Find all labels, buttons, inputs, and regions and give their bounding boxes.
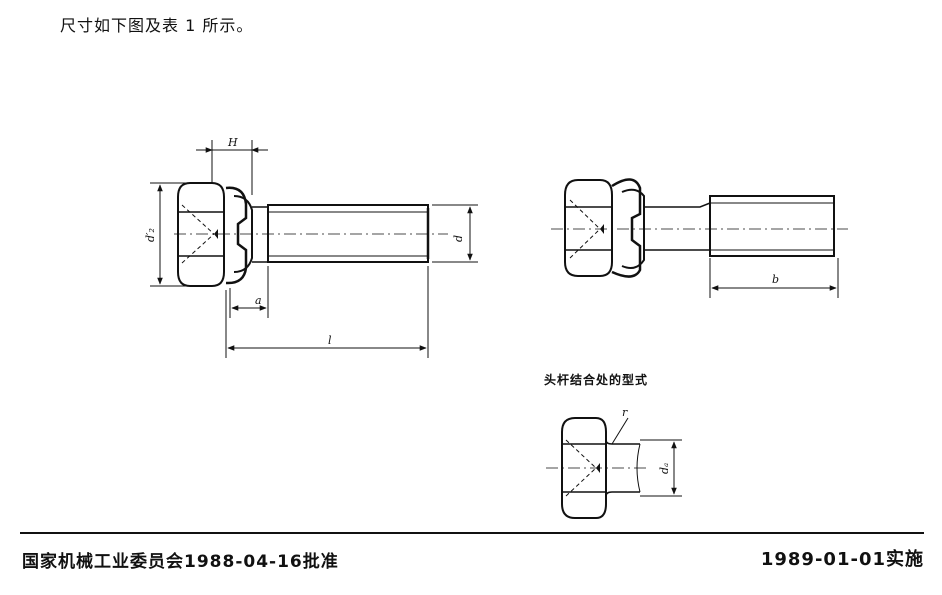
label-l: l <box>328 334 332 347</box>
main-view-screw <box>174 182 448 287</box>
label-a: a <box>255 294 262 307</box>
spring-washer <box>225 186 248 285</box>
approval-text: 国家机械工业委员会1988-04-16批准 <box>22 552 339 572</box>
label-d: d <box>452 235 465 242</box>
label-da: dₐ <box>658 463 671 474</box>
detail-view-head-neck <box>546 417 650 519</box>
hex-head <box>177 182 225 287</box>
detail-view-dimensions <box>611 417 682 497</box>
spring-washer-right <box>611 178 642 278</box>
threaded-shank <box>267 204 429 263</box>
main-view-dimensions <box>150 140 478 358</box>
effective-date-text: 1989-01-01实施 <box>760 549 924 570</box>
detail-caption: 头杆结合处的型式 <box>544 373 649 387</box>
hex-head-right <box>564 179 613 277</box>
side-view-screw <box>551 178 848 278</box>
side-view-dimensions <box>709 258 839 298</box>
label-b: b <box>772 273 779 286</box>
footer-rule <box>20 532 924 534</box>
label-H: H <box>227 136 238 149</box>
threaded-shank-right <box>709 195 835 257</box>
label-r: r <box>622 406 628 419</box>
label-d2: d′₂ <box>144 228 157 242</box>
intro-text: 尺寸如下图及表 1 所示。 <box>60 16 254 35</box>
hex-head-detail <box>561 417 607 519</box>
